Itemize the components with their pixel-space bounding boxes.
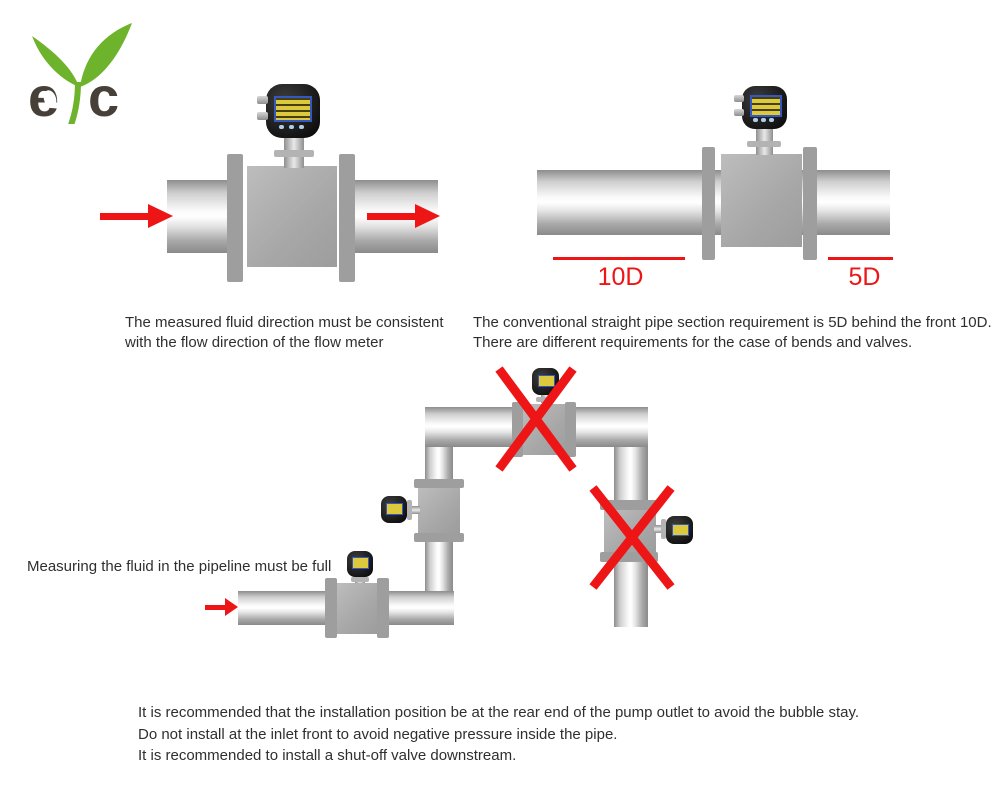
caption-line: There are different requirements for the… (473, 333, 913, 351)
button-dot (769, 118, 774, 122)
flange-left (227, 154, 243, 282)
transmitter-mount-plate (661, 519, 666, 539)
flow-arrow-out-icon (367, 204, 440, 228)
recommendation-line: It is recommended that the installation … (138, 704, 860, 721)
logo-stem-icon (68, 81, 81, 124)
flange-right (803, 147, 817, 260)
transmitter-mount-plate (351, 577, 369, 582)
pipe-inlet (167, 180, 229, 253)
flange-right (339, 154, 355, 282)
transmitter-head (381, 496, 407, 523)
lcd-display (672, 524, 689, 536)
button-dot (299, 125, 304, 129)
cable-gland (734, 95, 744, 102)
flow-meter-body-bottom (337, 583, 377, 634)
logo-letter-c: c (88, 65, 119, 124)
flow-arrow-in-icon (205, 598, 238, 617)
red-cross-icon (589, 485, 675, 590)
transmitter-head (742, 86, 787, 129)
upstream-length-label: 10D (597, 263, 644, 291)
lcd-display (274, 96, 312, 122)
flange-left (512, 402, 523, 457)
flange-left (325, 578, 337, 638)
transmitter-neck (411, 506, 420, 514)
straight-pipe-caption: The conventional straight pipe section r… (473, 313, 1000, 352)
cable-gland (257, 96, 268, 104)
transmitter-mount-plate (747, 141, 781, 147)
button-dot (289, 125, 294, 129)
transmitter-mount-plate (274, 150, 314, 157)
flow-meter-body (247, 166, 337, 267)
recommendation-line: It is recommended to install a shut-off … (138, 747, 517, 764)
transmitter-head (266, 84, 320, 138)
transmitter-head (532, 368, 559, 395)
transmitter-head (347, 551, 373, 577)
flange-top (414, 479, 464, 488)
flow-meter-body-riser (418, 488, 460, 533)
button-dot (761, 118, 766, 122)
flange-bottom (414, 533, 464, 542)
upstream-dimension-line (553, 257, 685, 260)
flange-bottom (600, 552, 658, 562)
button-dot (279, 125, 284, 129)
cable-gland (257, 112, 268, 120)
recommendation-line: Do not install at the inlet front to avo… (138, 725, 618, 743)
flange-top (600, 500, 658, 510)
lcd-display (352, 557, 369, 569)
full-pipe-caption: Measuring the fluid in the pipeline must… (27, 558, 332, 575)
lcd-display (750, 95, 782, 117)
transmitter-head (666, 516, 693, 544)
logo-left-leaf-icon (32, 36, 79, 87)
cable-gland (734, 109, 744, 116)
recommendations-text: It is recommended that the installation … (138, 702, 928, 767)
caption-line: The conventional straight pipe section r… (473, 314, 992, 331)
downstream-length-label: 5D (848, 263, 881, 291)
caption-line: The measured fluid direction must be con… (125, 314, 444, 331)
red-cross-icon (495, 366, 577, 472)
transmitter-neck (654, 525, 664, 533)
logo-leaf-cutout (43, 90, 57, 108)
flow-direction-caption: The measured fluid direction must be con… (125, 313, 470, 352)
lcd-display (386, 503, 403, 515)
flow-meter-body (721, 154, 802, 247)
lcd-display (538, 375, 555, 387)
button-dot (753, 118, 758, 122)
transmitter-mount-plate (407, 500, 412, 520)
flange-left (702, 147, 715, 260)
downstream-dimension-line (828, 257, 893, 260)
caption-line: with the flow direction of the flow mete… (125, 333, 384, 351)
eyc-logo: e c (28, 23, 132, 124)
logo-right-leaf-icon (80, 23, 132, 87)
flow-arrow-in-icon (100, 204, 173, 228)
flange-right (565, 402, 576, 457)
flange-right (377, 578, 389, 638)
